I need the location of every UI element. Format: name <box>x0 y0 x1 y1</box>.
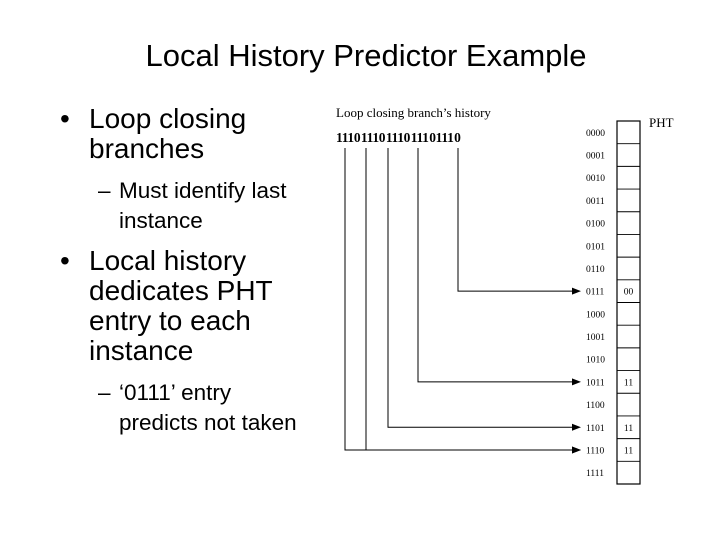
pht-index: 0101 <box>586 242 605 252</box>
slide-title: Local History Predictor Example <box>145 38 587 73</box>
history-arrow <box>344 148 573 451</box>
pht-entry-value: 11 <box>624 424 633 434</box>
sub-bullet-2-1: – ‘0111’ entry predicts not taken <box>60 378 310 438</box>
pht-index: 1101 <box>586 424 605 434</box>
arrow-head <box>572 446 581 454</box>
pht-index: 0110 <box>586 265 605 275</box>
sub-bullet-dash: – <box>98 380 111 405</box>
bullet-1-text: Loop closing branches <box>89 103 247 164</box>
pht-index: 0111 <box>586 288 605 298</box>
bullet-2-text: Local history dedicates PHT entry to eac… <box>89 245 273 366</box>
pht-index: 1001 <box>586 333 605 343</box>
bullet-1: • Loop closing branches <box>60 104 310 164</box>
history-arrow <box>365 148 573 451</box>
history-group: 0 <box>454 130 461 145</box>
pht-index: 1100 <box>586 401 605 411</box>
history-arrow <box>457 148 573 292</box>
history-group: 111 <box>411 130 429 145</box>
history-arrows <box>344 148 581 454</box>
pht-index: 1110 <box>586 446 605 456</box>
history-label: Loop closing branch’s history <box>336 105 491 120</box>
sub-bullet-2-1-text: ‘0111’ entry predicts not taken <box>119 380 297 435</box>
bullet-list: • Loop closing branches – Must identify … <box>60 104 310 448</box>
pht-index: 1111 <box>586 469 604 479</box>
history-group: 0111 <box>429 130 454 145</box>
pht-index: 1000 <box>586 310 605 320</box>
pht-index: 0011 <box>586 197 605 207</box>
pht-label: PHT <box>649 115 674 130</box>
arrow-head <box>572 378 581 386</box>
pht-table: 0000 0001 0010 0011 0100 0101 0110 0111 00 1000 10… <box>586 120 641 485</box>
bullet-2: • Local history dedicates PHT entry to e… <box>60 246 310 366</box>
pht-index: 0010 <box>586 174 605 184</box>
sub-bullet-1-1-text: Must identify last instance <box>119 178 287 233</box>
history-arrow <box>417 148 573 383</box>
history-group: 1110 <box>336 130 361 145</box>
bullet-dot: • <box>60 245 70 276</box>
history-arrow <box>387 148 573 428</box>
arrow-head <box>572 423 581 431</box>
sub-bullet-dash: – <box>98 178 111 203</box>
pht-index: 0000 <box>586 129 605 139</box>
history-bits: 11101110111011101110 <box>336 130 461 145</box>
pht-index: 0001 <box>586 152 605 162</box>
pht-index: 0100 <box>586 220 605 230</box>
pht-entry-value: 00 <box>624 288 634 298</box>
history-group: 1110 <box>386 130 411 145</box>
pht-entry-value: 11 <box>624 446 633 456</box>
history-group: 1110 <box>361 130 386 145</box>
pht-index: 1011 <box>586 378 605 388</box>
arrow-head <box>572 287 581 295</box>
pht-index: 1010 <box>586 356 605 366</box>
pht-entry-value: 11 <box>624 378 633 388</box>
sub-bullet-1-1: – Must identify last instance <box>60 176 310 236</box>
bullet-dot: • <box>60 103 70 134</box>
